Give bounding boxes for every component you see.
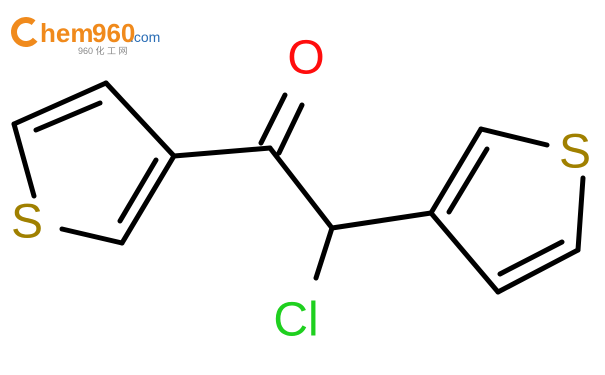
bond-right-c5-c4 — [495, 247, 581, 295]
bond-right-c3-c2 — [428, 126, 484, 216]
logo-subtitle: 960 化 工 网 — [78, 45, 128, 56]
sulfur-left-label: S — [11, 196, 43, 249]
bond-right-s-c5 — [575, 175, 586, 253]
bonds — [11, 80, 586, 295]
logo-c-ring — [11, 17, 41, 47]
bond-left-c5-s — [11, 121, 37, 199]
bond-co-2 — [276, 102, 305, 156]
atom-labels: O Cl S S — [11, 32, 591, 347]
bond-left-c4-c5 — [11, 80, 109, 127]
logo-number: 960 — [92, 18, 135, 48]
oxygen-label: O — [287, 32, 324, 85]
bond-ring-carbonyl — [171, 145, 273, 159]
bond-carbonyl-chcl — [267, 145, 335, 231]
logo-domain: .com — [130, 29, 160, 45]
bond-left-c4-c5-inner — [33, 100, 103, 133]
bond-right-c2-s — [478, 126, 550, 148]
logo-hem: hem — [40, 18, 93, 48]
bond-right-c3-c2-inner — [446, 146, 490, 215]
chlorine-label: Cl — [273, 294, 318, 347]
bond-left-c2-c3 — [119, 153, 177, 246]
chem960-logo: hem 960 .com 960 化 工 网 — [11, 17, 160, 56]
bond-chcl-ring — [329, 210, 434, 231]
sulfur-right-label: S — [559, 126, 591, 179]
bond-c-cl — [313, 225, 335, 281]
bond-left-c3-c4 — [103, 80, 177, 159]
bond-right-c4-c3 — [428, 210, 501, 295]
bond-right-c5-c4-inner — [497, 239, 565, 277]
bond-left-c2-c3-inner — [117, 157, 159, 224]
bond-left-s-c2 — [59, 226, 125, 246]
bond-co-1 — [258, 92, 288, 146]
